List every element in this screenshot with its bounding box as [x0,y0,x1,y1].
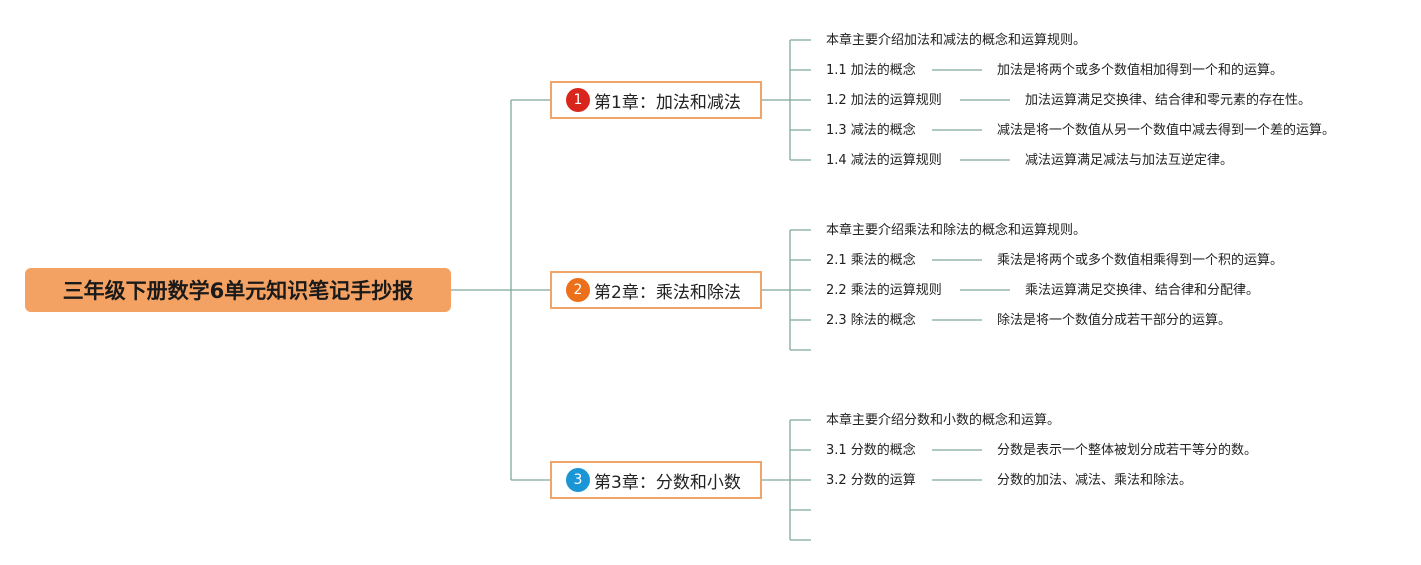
chapter-2-node[interactable]: 2 第2章：乘法和除法 [550,271,762,309]
chapter-2-title: 第2章：乘法和除法 [594,282,741,303]
topic-2-1-label[interactable]: 2.1 乘法的概念 [826,253,916,268]
number-3-icon: 3 [566,468,590,492]
topic-3-2-desc[interactable]: 分数的加法、减法、乘法和除法。 [997,473,1193,488]
chapter-2-connector [762,229,811,351]
chapter-2-leaders [932,259,1010,321]
chapter-3-connector [762,419,811,541]
topic-1-2-label[interactable]: 1.2 加法的运算规则 [826,93,942,108]
topic-1-1-desc[interactable]: 加法是将两个或多个数值相加得到一个和的运算。 [997,63,1284,78]
topic-1-3-desc[interactable]: 减法是将一个数值从另一个数值中减去得到一个差的运算。 [997,123,1336,138]
chapter-3-leaders [932,449,982,481]
chapter-1-intro[interactable]: 本章主要介绍加法和减法的概念和运算规则。 [826,33,1087,48]
topic-2-1-desc[interactable]: 乘法是将两个或多个数值相乘得到一个积的运算。 [997,253,1284,268]
chapter-3-node[interactable]: 3 第3章：分数和小数 [550,461,762,499]
chapter-2-intro[interactable]: 本章主要介绍乘法和除法的概念和运算规则。 [826,223,1087,238]
topic-3-1-desc[interactable]: 分数是表示一个整体被划分成若干等分的数。 [997,443,1258,458]
chapter-1-connector [762,39,811,161]
topic-3-1-label[interactable]: 3.1 分数的概念 [826,443,916,458]
topic-2-3-label[interactable]: 2.3 除法的概念 [826,313,916,328]
topic-3-2-label[interactable]: 3.2 分数的运算 [826,473,916,488]
number-1-icon: 1 [566,88,590,112]
topic-2-2-label[interactable]: 2.2 乘法的运算规则 [826,283,942,298]
topic-1-1-label[interactable]: 1.1 加法的概念 [826,63,916,78]
root-topic[interactable]: 三年级下册数学6单元知识笔记手抄报 [25,268,451,312]
chapter-1-node[interactable]: 1 第1章：加法和减法 [550,81,762,119]
topic-1-4-desc[interactable]: 减法运算满足减法与加法互逆定律。 [1025,153,1234,168]
topic-2-3-desc[interactable]: 除法是将一个数值分成若干部分的运算。 [997,313,1232,328]
root-connector [451,99,550,481]
topic-2-2-desc[interactable]: 乘法运算满足交换律、结合律和分配律。 [1025,283,1260,298]
topic-1-4-label[interactable]: 1.4 减法的运算规则 [826,153,942,168]
chapter-3-title: 第3章：分数和小数 [594,472,741,493]
chapter-3-intro[interactable]: 本章主要介绍分数和小数的概念和运算。 [826,413,1061,428]
chapter-1-leaders [932,69,1010,161]
topic-1-2-desc[interactable]: 加法运算满足交换律、结合律和零元素的存在性。 [1025,93,1312,108]
chapter-1-title: 第1章：加法和减法 [594,92,741,113]
topic-1-3-label[interactable]: 1.3 减法的概念 [826,123,916,138]
number-2-icon: 2 [566,278,590,302]
